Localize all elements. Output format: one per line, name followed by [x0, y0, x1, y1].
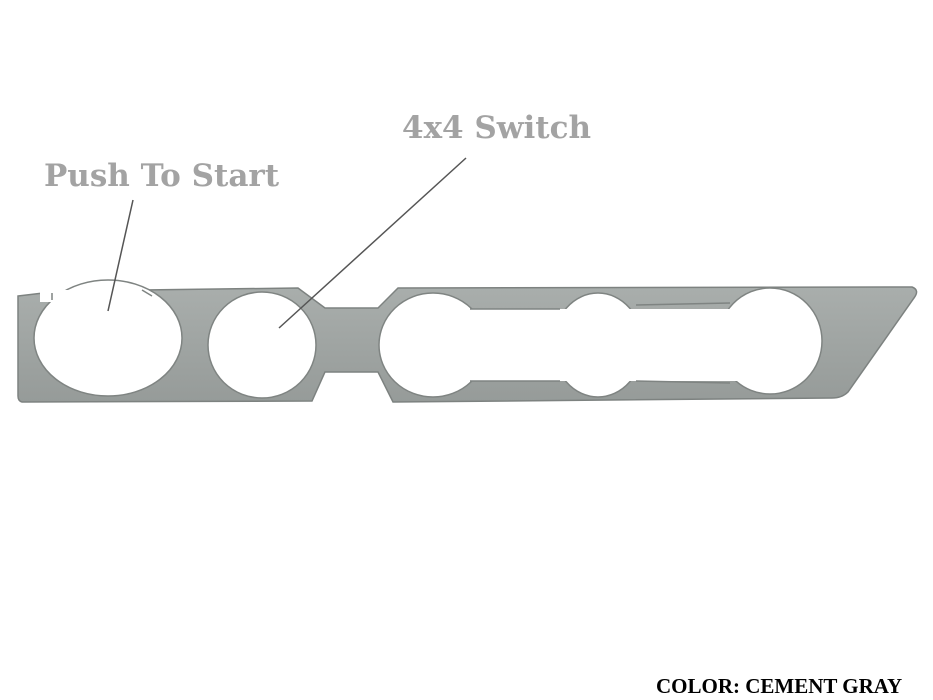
switch-4x4-cutout — [207, 291, 317, 399]
trim-panel — [17, 279, 918, 403]
push-to-start-label: Push To Start — [44, 158, 280, 194]
color-label: COLOR: CEMENT GRAY — [656, 674, 903, 698]
push-to-start-leader-line — [107, 199, 134, 312]
switch-4x4-label: 4x4 Switch — [402, 110, 591, 146]
switch-4x4-leader-line — [278, 157, 467, 329]
push-to-start-cutout — [33, 279, 183, 397]
